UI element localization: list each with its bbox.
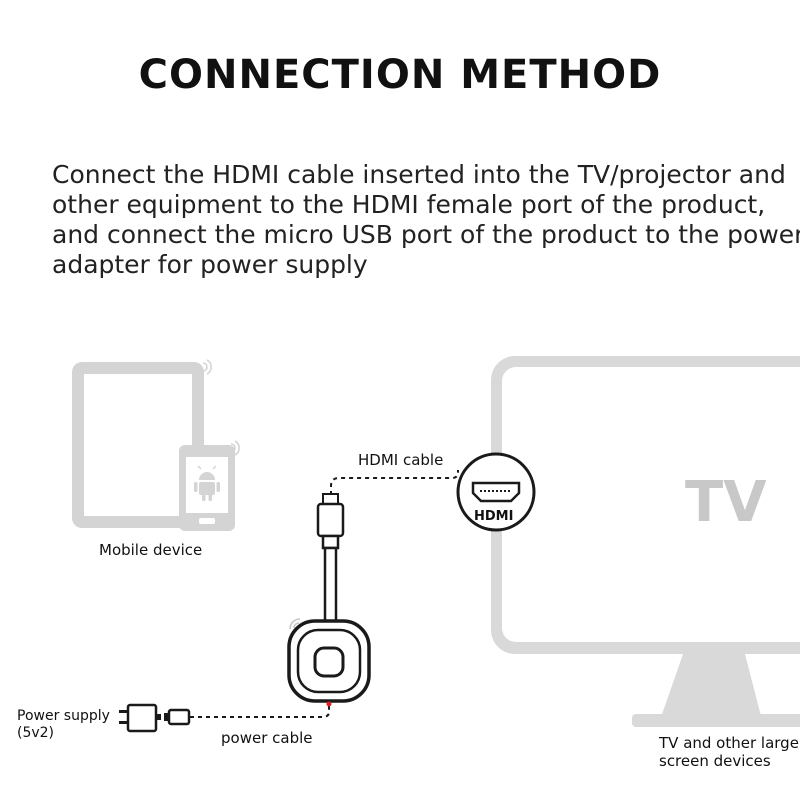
description-line-1: Connect the HDMI cable inserted into the… [52, 160, 786, 189]
power-supply-label: Power supply (5v2) [17, 708, 110, 742]
tv-caption-line-1: TV and other large [659, 734, 799, 752]
power-adapter-icon [119, 703, 161, 733]
tv-caption: TV and other large screen devices [659, 734, 799, 770]
dongle-device [287, 493, 371, 703]
android-icon [194, 465, 220, 501]
usb-port-dot [326, 701, 332, 707]
power-cable-label: power cable [221, 729, 313, 747]
wifi-signal-icon [289, 618, 301, 630]
description-line-2: other equipment to the HDMI female port … [52, 190, 766, 219]
tv-icon [491, 356, 800, 727]
tv-screen-text: TV [685, 470, 767, 535]
mobile-device-label: Mobile device [99, 541, 203, 559]
power-supply-line-1: Power supply [17, 708, 110, 724]
hdmi-port-icon [456, 452, 536, 532]
power-supply-line-2: (5v2) [17, 725, 55, 741]
description-line-4: adapter for power supply [52, 250, 368, 279]
tv-caption-line-2: screen devices [659, 752, 771, 770]
hdmi-port-label: HDMI [474, 509, 514, 524]
tablet-icon [72, 362, 204, 528]
description-line-3: and connect the micro USB port of the pr… [52, 220, 800, 249]
power-cable-line [190, 706, 330, 718]
micro-usb-plug-icon [164, 708, 191, 726]
description: Connect the HDMI cable inserted into the… [52, 160, 800, 280]
hdmi-cable-label: HDMI cable [358, 451, 444, 469]
page-title: CONNECTION METHOD [138, 52, 662, 98]
wifi-signal-icon [202, 359, 240, 456]
hdmi-cable-line [330, 470, 459, 495]
